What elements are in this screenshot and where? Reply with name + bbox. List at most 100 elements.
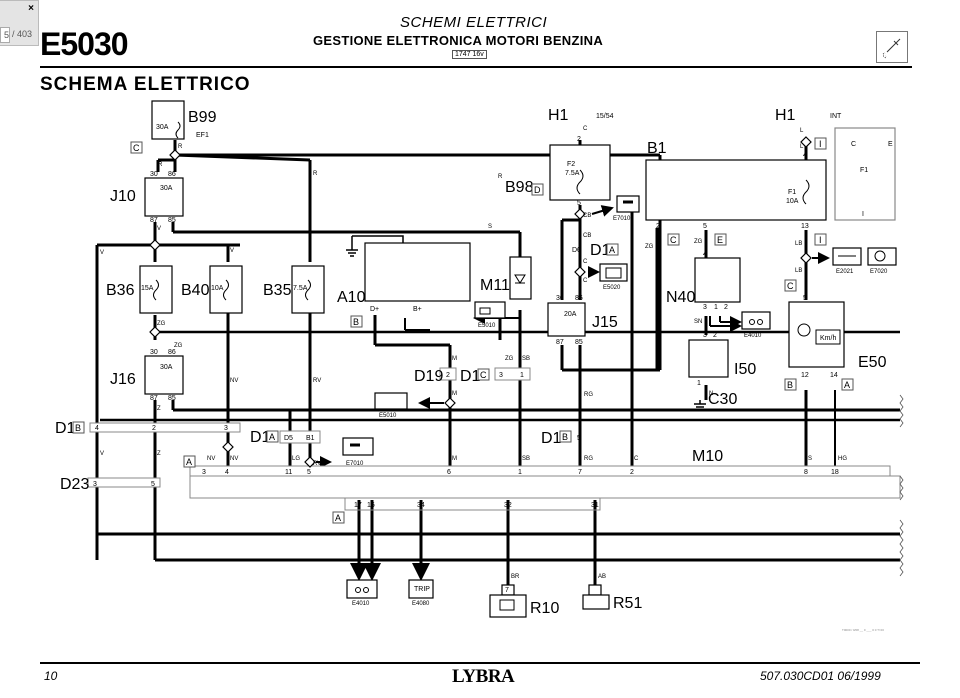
wire-V: V: [100, 250, 104, 256]
label-N40: N40: [666, 289, 695, 306]
section-code: E5030: [40, 26, 129, 62]
A10-pin-B+: B+: [413, 306, 422, 313]
label-E50: E50: [858, 354, 887, 371]
M10-pin: 1: [518, 469, 522, 476]
gauge-icon: [355, 587, 361, 593]
wire-Z: Z: [157, 451, 161, 457]
M10-pin: 32: [504, 502, 512, 509]
wire-ZG: ZG: [645, 244, 654, 250]
wire-NV: NV: [207, 456, 215, 462]
conn-I-B1: I: [819, 235, 822, 245]
B99-ref: EF1: [196, 132, 209, 139]
wire-C: C: [583, 126, 588, 132]
wire-SN: SN: [694, 319, 702, 325]
M10-pin: 2: [630, 469, 634, 476]
E50-pin-12: 12: [801, 372, 809, 379]
page-total: / 403: [12, 29, 33, 39]
J10-rating: 30A: [160, 185, 173, 192]
label-D1-B5: D1: [541, 430, 562, 447]
label-I50: I50: [734, 361, 756, 378]
conn-B-D1: B: [75, 423, 81, 433]
wire-SB: SB: [522, 456, 530, 462]
B36-fuse: 15A: [141, 285, 154, 292]
wire-Z: Z: [157, 406, 161, 412]
M10-pin: 8: [804, 469, 808, 476]
M10-pin: 4: [225, 469, 229, 476]
D1B5-pin: 5: [577, 435, 581, 442]
spark-plug-icon: [876, 31, 908, 63]
D19-pin: 2: [446, 372, 450, 379]
D23-pin-5: 5: [151, 481, 155, 488]
E50-pin-5: 5: [803, 295, 807, 302]
label-H1-int: H1: [775, 107, 796, 124]
B98-pin-5: 5: [577, 200, 581, 207]
conn-A-M10b: A: [335, 513, 341, 523]
wire-M: M: [452, 391, 457, 397]
ref-E5020: E5020: [603, 285, 621, 291]
J16-pin-30: 30: [150, 349, 158, 356]
B1-fuse: F1: [788, 189, 796, 196]
J16-pin-85: 85: [168, 395, 176, 402]
label-B36: B36: [106, 282, 135, 299]
label-B99: B99: [188, 109, 217, 126]
J10-pin-86: 86: [168, 171, 176, 178]
wire-LG: LG: [292, 456, 300, 462]
ref-E4010b: E4010: [352, 601, 370, 607]
D1A-pin-B1: B1: [306, 435, 315, 442]
B1-pin-2: 2: [656, 223, 660, 230]
document-reference: 507.030CD01 06/1999: [760, 669, 881, 683]
R10-pin: 7: [505, 587, 509, 594]
wire-V: V: [157, 226, 161, 232]
D1C-pin-1: 1: [520, 372, 524, 379]
D1B-pin-3: 3: [224, 425, 228, 432]
brand-logo: LYBRA: [452, 666, 515, 687]
connector-D6: D6: [572, 247, 581, 254]
diode-icon: [514, 274, 526, 284]
N40-box: [694, 257, 741, 303]
ref-E4010: E4010: [744, 333, 762, 339]
I50-box: [688, 339, 729, 378]
radio-icon: [499, 599, 515, 611]
M11-box: [509, 256, 532, 300]
B1-pin-13: 13: [801, 223, 809, 230]
label-D23: D23: [60, 476, 89, 493]
B98-box: [549, 144, 611, 201]
page-number-input[interactable]: 5: [0, 27, 10, 43]
conn-A-E50: A: [844, 380, 850, 390]
inset-label-E: E: [888, 141, 893, 148]
conn-B-E50: B: [787, 380, 793, 390]
wire-LB: LB: [795, 241, 802, 247]
wire-RG: RG: [584, 392, 593, 398]
wire-CB: CB: [583, 213, 591, 219]
ref-E5010: E5010: [478, 323, 496, 329]
B98-fuse: F2: [567, 161, 575, 168]
J15-pin-30: 30: [556, 295, 564, 302]
J10-pin-85: 85: [168, 217, 176, 224]
wire-NV: NV: [230, 378, 238, 384]
label-M11: M11: [480, 277, 510, 294]
I50-pin-3: 3: [703, 332, 707, 339]
B99-box: [151, 100, 185, 140]
M10-pin: 31: [591, 502, 599, 509]
page-number: 10: [44, 669, 58, 683]
label-J15: J15: [592, 314, 618, 331]
E50-pin-14: 14: [830, 372, 838, 379]
label-B1: B1: [647, 140, 667, 157]
conn-I-H1: I: [819, 139, 822, 149]
wire-R: R: [313, 171, 318, 177]
H1-tag-1554: 15/54: [596, 113, 614, 120]
wire-ZG: ZG: [157, 321, 166, 327]
fuse-location-inset: [834, 127, 896, 221]
ref-E7010: E7010: [613, 216, 631, 222]
M10-pins: 3 4 11 5 6 1 7 2 8 18 17 16 34 32 31: [202, 469, 839, 509]
close-button[interactable]: ×: [28, 3, 34, 14]
wire-CB: CB: [583, 233, 591, 239]
gauge-icon: [749, 319, 755, 325]
inset-label-I: I: [862, 211, 864, 218]
conn-C-B1: C: [670, 235, 677, 245]
M10-pin: 16: [367, 502, 375, 509]
B98-rating: 7.5A: [565, 170, 580, 177]
D1B-pin-4: 4: [95, 425, 99, 432]
M10-pin: 17: [354, 502, 362, 509]
I50-pin-2: 2: [713, 332, 717, 339]
